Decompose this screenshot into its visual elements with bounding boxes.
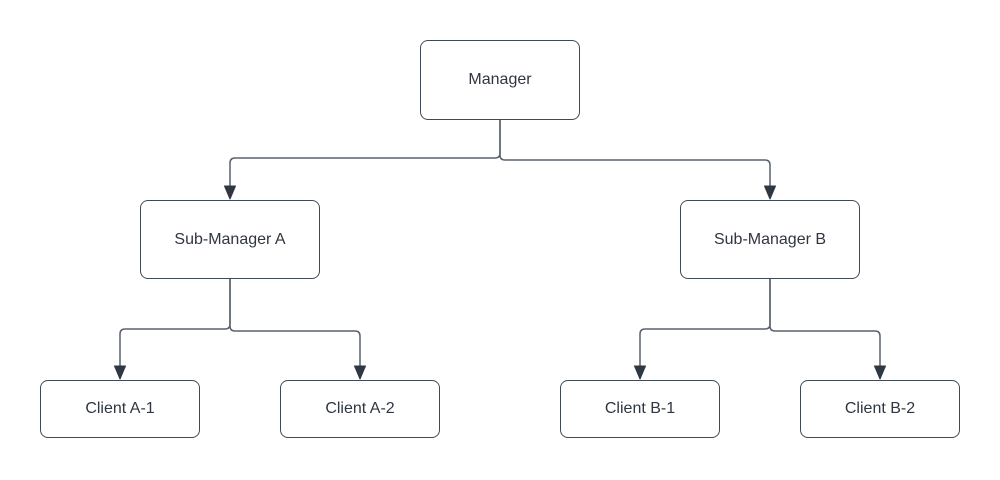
- node-sub-manager-b-label: Sub-Manager B: [713, 230, 827, 248]
- node-client-b1-label: Client B-1: [604, 400, 676, 417]
- node-client-a1-label: Client A-1: [85, 400, 155, 417]
- node-client-a2[interactable]: Client A-2: [280, 380, 440, 438]
- connector-sub-manager-b-to-client-b2: [769, 279, 886, 380]
- connector-sub-manager-b-to-client-b1: [634, 279, 771, 380]
- node-client-a2-label: Client A-2: [325, 400, 395, 417]
- node-client-b2-label: Client B-2: [844, 400, 916, 417]
- node-client-b1[interactable]: Client B-1: [560, 380, 720, 438]
- node-client-b2[interactable]: Client B-2: [800, 380, 960, 438]
- connector-sub-manager-a-to-client-a1: [114, 279, 231, 380]
- node-sub-manager-a-label: Sub-Manager A: [174, 230, 286, 248]
- node-sub-manager-b[interactable]: Sub-Manager B: [680, 200, 860, 279]
- node-manager[interactable]: Manager: [420, 40, 580, 120]
- connector-sub-manager-a-to-client-a2: [229, 279, 366, 380]
- node-manager-label: Manager: [468, 71, 532, 88]
- node-client-a1[interactable]: Client A-1: [40, 380, 200, 438]
- connector-manager-to-sub-manager-b: [499, 120, 776, 200]
- node-sub-manager-a[interactable]: Sub-Manager A: [140, 200, 320, 279]
- connector-manager-to-sub-manager-a: [224, 120, 501, 200]
